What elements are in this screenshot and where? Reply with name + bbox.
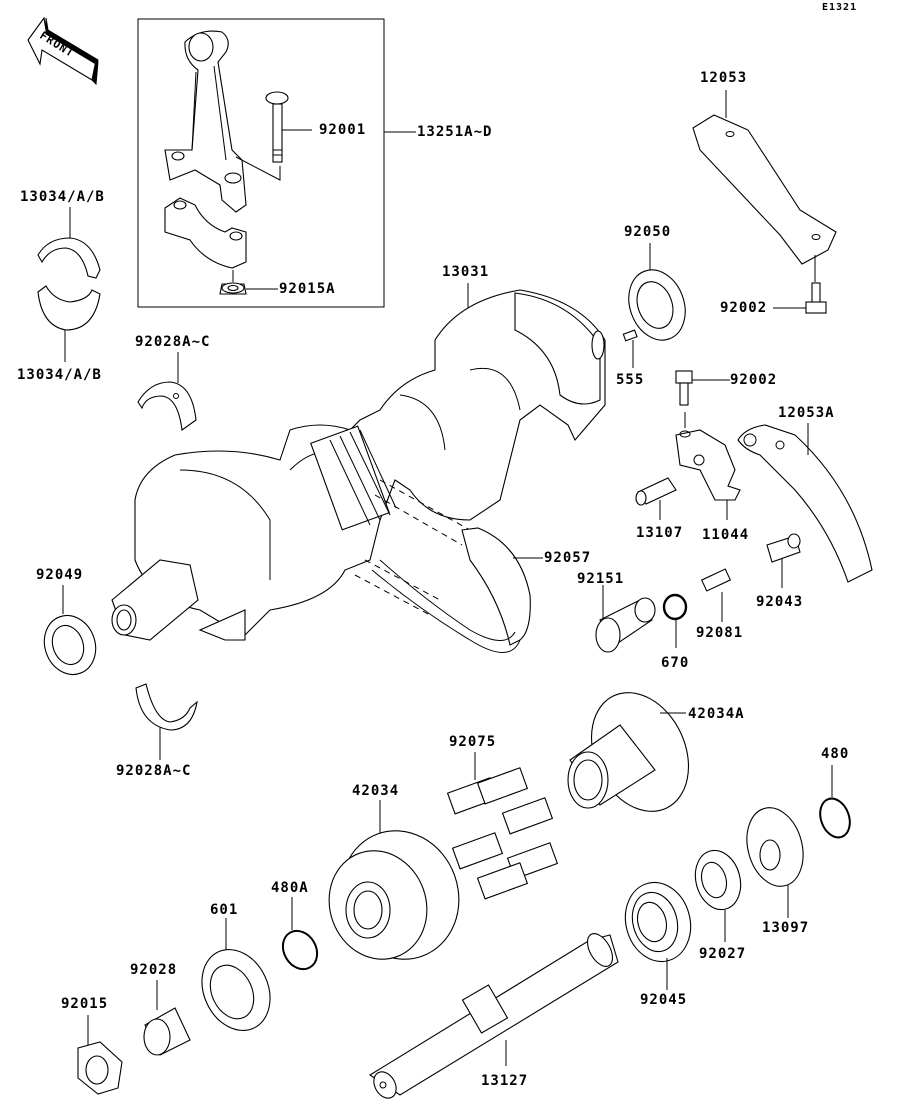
callout-92045[interactable]: 92045 xyxy=(640,992,688,1008)
front-arrow-icon xyxy=(27,16,99,86)
callout-601[interactable]: 601 xyxy=(210,902,239,918)
circlip-480 xyxy=(819,765,851,839)
oil-seal-92049 xyxy=(43,585,97,676)
circlip-480A xyxy=(281,897,319,971)
callout-92015[interactable]: 92015 xyxy=(61,996,109,1012)
bearing-601 xyxy=(201,918,271,1031)
crankshaft-13031 xyxy=(111,283,606,641)
callout-92002-lower[interactable]: 92002 xyxy=(730,372,778,388)
callout-11044[interactable]: 11044 xyxy=(702,527,750,543)
callout-13031[interactable]: 13031 xyxy=(442,264,490,280)
callout-92027[interactable]: 92027 xyxy=(699,946,747,962)
callout-670[interactable]: 670 xyxy=(661,655,690,671)
callout-92001[interactable]: 92001 xyxy=(319,122,367,138)
callout-13127[interactable]: 13127 xyxy=(481,1073,529,1089)
callout-92028A-C-lower[interactable]: 92028A~C xyxy=(116,763,192,779)
callout-92081[interactable]: 92081 xyxy=(696,625,744,641)
bearing-shell-13034-lower xyxy=(37,285,101,362)
oil-seal-92050 xyxy=(628,243,686,341)
callout-92028A-C-upper[interactable]: 92028A~C xyxy=(135,334,211,350)
callout-42034[interactable]: 42034 xyxy=(352,783,400,799)
starter-gear-42034 xyxy=(328,800,460,960)
bearing-shell-92028-upper xyxy=(137,352,197,431)
callout-13034-upper[interactable]: 13034/A/B xyxy=(20,189,105,205)
callout-12053A[interactable]: 12053A xyxy=(778,405,835,421)
callout-92043[interactable]: 92043 xyxy=(756,594,804,610)
callout-92028[interactable]: 92028 xyxy=(130,962,178,978)
tensioner-plunger-92043 xyxy=(766,533,801,588)
callout-92002-upper[interactable]: 92002 xyxy=(720,300,768,316)
callout-42034A[interactable]: 42034A xyxy=(688,706,745,722)
o-ring-670 xyxy=(662,593,688,648)
callout-92049[interactable]: 92049 xyxy=(36,567,84,583)
starter-clutch-housing-42034A xyxy=(567,692,690,812)
callout-92075[interactable]: 92075 xyxy=(449,734,497,750)
connecting-rod xyxy=(164,30,247,269)
callout-92050[interactable]: 92050 xyxy=(624,224,672,240)
callout-13097[interactable]: 13097 xyxy=(762,920,810,936)
bearing-shell-13034-upper xyxy=(37,207,101,279)
collar-92028 xyxy=(143,980,191,1056)
callout-480A[interactable]: 480A xyxy=(271,880,309,896)
collar-92027 xyxy=(694,849,742,942)
callout-13251A-D[interactable]: 13251A~D xyxy=(417,124,493,140)
dowel-pin-555 xyxy=(622,329,638,368)
bearing-shell-92028-lower xyxy=(135,683,198,760)
conrod-assembly-box xyxy=(137,18,385,308)
callout-92151[interactable]: 92151 xyxy=(577,571,625,587)
bolt-92001 xyxy=(235,91,312,181)
chain-guide-12053A xyxy=(737,423,873,583)
bearing-92045 xyxy=(624,881,692,990)
nut-92015A xyxy=(219,270,278,295)
shaft-13127 xyxy=(368,933,619,1099)
callout-92057[interactable]: 92057 xyxy=(544,550,592,566)
bolt-92002-upper xyxy=(773,282,827,314)
cam-chain-92057 xyxy=(371,527,543,653)
diagram-code: E1321 xyxy=(822,2,858,13)
bolt-92151 xyxy=(595,585,656,653)
sprocket-13097 xyxy=(746,807,804,918)
rollers-92075 xyxy=(446,752,559,900)
chain-guide-12053 xyxy=(692,90,837,282)
callout-12053[interactable]: 12053 xyxy=(700,70,748,86)
callout-13034-lower[interactable]: 13034/A/B xyxy=(17,367,102,383)
nut-92015 xyxy=(77,1015,123,1095)
callout-555[interactable]: 555 xyxy=(616,372,645,388)
pin-13107 xyxy=(635,477,677,520)
spring-92081 xyxy=(700,568,732,622)
callout-480[interactable]: 480 xyxy=(821,746,850,762)
callout-92015A[interactable]: 92015A xyxy=(279,281,336,297)
callout-13107[interactable]: 13107 xyxy=(636,525,684,541)
bracket-11044 xyxy=(675,429,741,520)
bolt-92002-lower xyxy=(675,370,730,428)
